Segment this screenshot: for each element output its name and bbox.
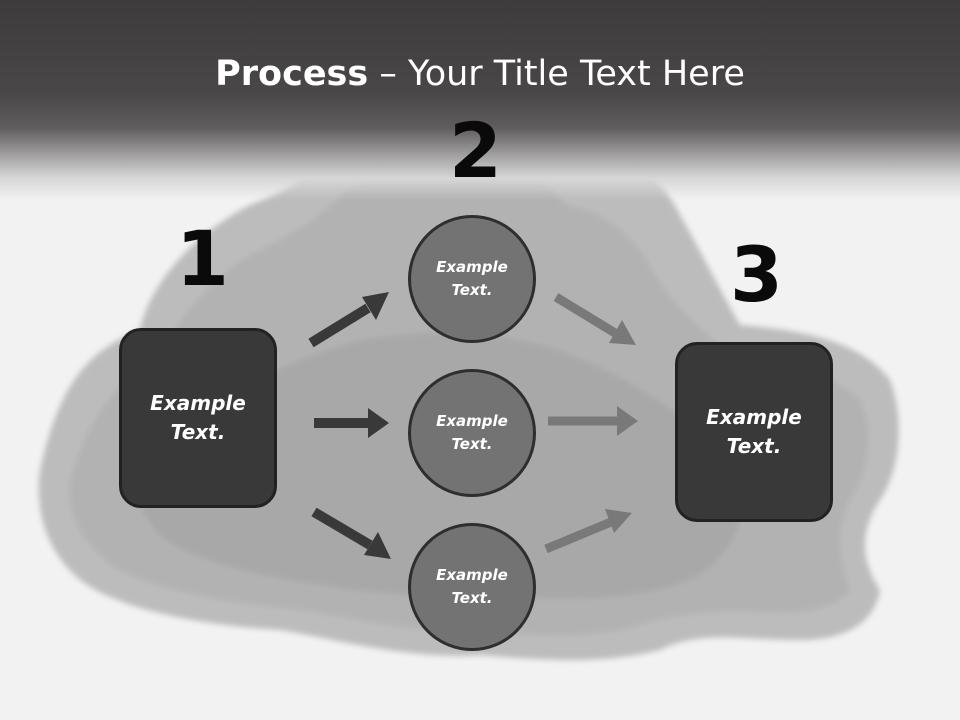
circle-bottom: Example Text. <box>408 523 536 651</box>
right-box: Example Text. <box>675 342 833 522</box>
arrow-middle-to-right <box>548 406 638 436</box>
slide-title: Process – Your Title Text Here <box>0 52 960 96</box>
left-box-line1: Example <box>150 391 246 415</box>
title-rest: – Your Title Text Here <box>368 54 745 94</box>
title-bold: Process <box>215 54 369 94</box>
left-box-line2: Text. <box>170 420 226 444</box>
circle-bottom-line2: Text. <box>451 589 493 607</box>
step-number-1: 1 <box>176 214 229 303</box>
arrow-left-to-top <box>308 292 389 348</box>
arrow-left-to-bottom <box>311 507 391 559</box>
circle-top-line2: Text. <box>451 281 493 299</box>
circle-middle: Example Text. <box>408 369 536 497</box>
right-box-line2: Text. <box>726 434 782 458</box>
circle-middle-line1: Example <box>436 412 508 430</box>
arrow-bottom-to-right <box>544 509 632 554</box>
arrow-top-to-right <box>553 293 636 345</box>
step-number-3: 3 <box>730 230 783 319</box>
right-box-line1: Example <box>706 405 802 429</box>
arrow-left-to-middle <box>314 408 389 438</box>
circle-top-line1: Example <box>436 258 508 276</box>
circle-bottom-line1: Example <box>436 566 508 584</box>
step-number-2: 2 <box>449 106 502 195</box>
left-box: Example Text. <box>119 328 277 508</box>
circle-middle-line2: Text. <box>451 435 493 453</box>
circle-top: Example Text. <box>408 215 536 343</box>
header-band <box>0 0 960 200</box>
